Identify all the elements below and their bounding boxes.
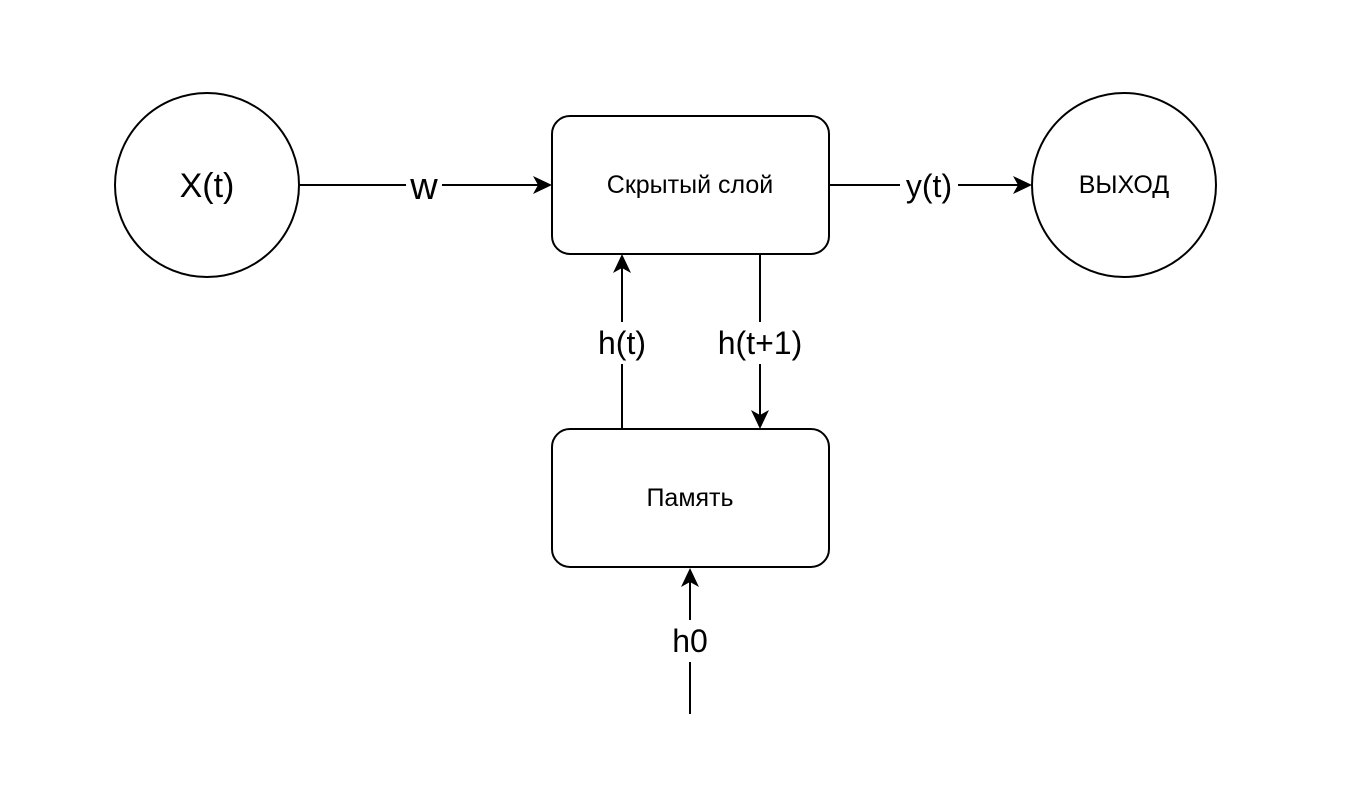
node-input-label: X(t)	[180, 167, 235, 205]
arrowhead	[533, 176, 552, 194]
arrowhead	[613, 254, 631, 273]
node-hidden-layer-label: Скрытый слой	[607, 171, 773, 199]
arrowhead	[1013, 176, 1032, 194]
arrowhead	[681, 568, 699, 587]
edge-label-h-t: h(t)	[598, 325, 646, 361]
node-output: ВЫХОД	[1031, 92, 1217, 278]
node-hidden-layer: Скрытый слой	[551, 115, 830, 255]
edge-input-to-hidden: w	[299, 164, 552, 208]
node-input: X(t)	[114, 92, 300, 278]
node-memory-label: Память	[646, 484, 733, 512]
node-memory: Память	[551, 428, 830, 568]
edge-label-h0: h0	[672, 623, 708, 659]
edge-label-h-t-plus-1: h(t+1)	[718, 325, 802, 361]
edge-hidden-to-memory: h(t+1)	[708, 254, 812, 429]
edge-memory-to-hidden: h(t)	[590, 254, 654, 429]
edge-init-to-memory: h0	[664, 568, 716, 714]
arrowhead	[751, 410, 769, 429]
edge-label-y: y(t)	[906, 168, 952, 204]
edge-hidden-to-output: y(t)	[829, 166, 1032, 204]
node-output-label: ВЫХОД	[1079, 171, 1170, 199]
edge-label-w: w	[409, 166, 438, 208]
